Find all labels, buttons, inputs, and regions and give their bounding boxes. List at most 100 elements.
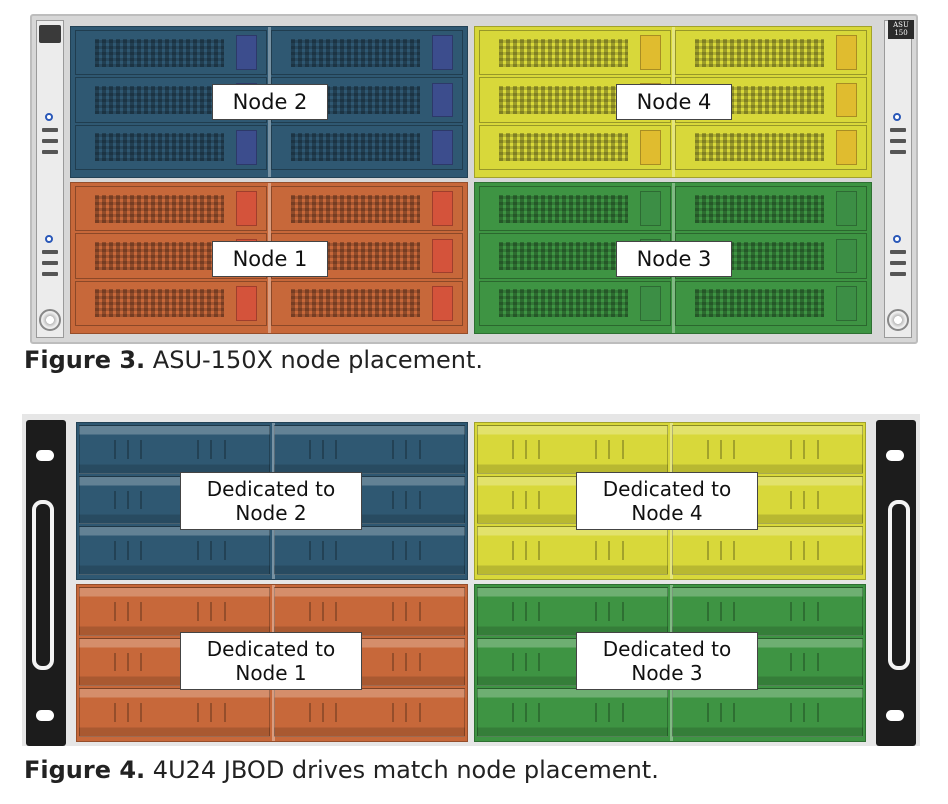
drive-tray (675, 124, 867, 170)
slot-tick (223, 541, 226, 560)
slot-tick (140, 490, 143, 510)
drive-tray (271, 280, 463, 326)
slot-tick (538, 703, 541, 722)
drive-grille (291, 38, 421, 67)
drive-tray (75, 280, 267, 326)
slot-tick (335, 541, 338, 560)
jbod-drive-slot (79, 526, 270, 575)
slot-tick (405, 541, 408, 560)
jbod-drive-slot (79, 425, 270, 474)
node-4-label: Node 4 (616, 84, 732, 120)
right-rail-indicator-group-upper (887, 109, 909, 165)
slot-tick (114, 541, 117, 560)
left-handle-icon (32, 500, 54, 670)
bay-node-2 (70, 26, 468, 178)
slot-tick (733, 601, 736, 621)
slot-tick (707, 703, 710, 722)
slot-tick (335, 703, 338, 722)
slot-tick (816, 652, 819, 672)
slot-tick (223, 703, 226, 722)
drive-grille (95, 38, 225, 67)
dedicated-node-name: Node 4 (631, 501, 703, 525)
slot-tick (322, 541, 325, 560)
drive-tray (479, 30, 671, 76)
drive-grille (291, 194, 421, 223)
slot-tick (803, 541, 806, 560)
slot-tick (790, 703, 793, 722)
jbod-drive-slot (274, 526, 465, 575)
slot-tick (405, 652, 408, 672)
slot-tick (512, 601, 515, 621)
drive-latch (431, 238, 453, 274)
slot-tick (418, 439, 421, 459)
left-rail-knob-icon (39, 309, 61, 331)
bay-node-3 (474, 182, 872, 334)
figure-3-caption: Figure 3. ASU-150X node placement. (24, 346, 483, 374)
slot-tick (525, 541, 528, 560)
slot-tick (418, 490, 421, 510)
drive-grille (291, 289, 421, 318)
slot-tick (720, 439, 723, 459)
slot-tick (322, 601, 325, 621)
slot-tick (608, 541, 611, 560)
slot-tick (512, 541, 515, 560)
drive-grille (95, 133, 225, 162)
slot-tick (733, 541, 736, 560)
slot-tick (790, 541, 793, 560)
slot-tick (707, 439, 710, 459)
dedicated-node-4-label: Dedicated to Node 4 (576, 472, 758, 530)
jbod-drive-slot (274, 425, 465, 474)
slot-tick (525, 652, 528, 672)
mount-hole-icon (36, 450, 54, 461)
drive-tray (75, 186, 267, 232)
slot-tick (127, 703, 130, 722)
drive-latch (235, 129, 257, 165)
slot-tick (309, 541, 312, 560)
drive-grille (499, 194, 629, 223)
slot-tick (114, 652, 117, 672)
jbod-drive-slot (274, 688, 465, 737)
slot-tick (816, 490, 819, 510)
slot-tick (608, 439, 611, 459)
slot-tick (335, 439, 338, 459)
slot-tick (816, 439, 819, 459)
figure-4-caption: Figure 4. 4U24 JBOD drives match node pl… (24, 756, 659, 784)
slot-tick (392, 601, 395, 621)
drive-latch (235, 285, 257, 321)
drive-latch (639, 129, 661, 165)
slot-tick (335, 601, 338, 621)
slot-tick (816, 703, 819, 722)
slot-tick (210, 703, 213, 722)
slot-tick (733, 439, 736, 459)
drive-tray (271, 77, 463, 123)
slot-tick (418, 703, 421, 722)
slot-tick (608, 703, 611, 722)
rail-top-block (39, 25, 61, 43)
slot-tick (538, 541, 541, 560)
slot-tick (197, 541, 200, 560)
slot-tick (538, 652, 541, 672)
dedicated-prefix: Dedicated to (206, 637, 336, 661)
slot-tick (733, 703, 736, 722)
slot-tick (392, 490, 395, 510)
figure-4-caption-label: Figure 4. (24, 756, 146, 784)
slot-tick (525, 703, 528, 722)
slot-tick (720, 703, 723, 722)
drive-grille (95, 86, 225, 114)
jbod-drive-slot (672, 526, 863, 575)
slot-tick (309, 439, 312, 459)
drive-grille (291, 133, 421, 162)
drive-latch (639, 35, 661, 70)
node-2-label: Node 2 (212, 84, 328, 120)
drive-latch (835, 238, 857, 274)
jbod-drive-slot (79, 587, 270, 636)
drive-grille (499, 86, 629, 114)
drive-latch (835, 191, 857, 226)
slot-tick (538, 439, 541, 459)
jbod-4u24-chassis: Dedicated to Node 2 Dedicated to Node 4 … (22, 414, 920, 746)
slot-tick (127, 541, 130, 560)
slot-tick (210, 439, 213, 459)
left-rail-indicator-group-upper (39, 109, 61, 165)
asu-150-badge: ASU 150 (888, 20, 914, 39)
slot-tick (114, 490, 117, 510)
